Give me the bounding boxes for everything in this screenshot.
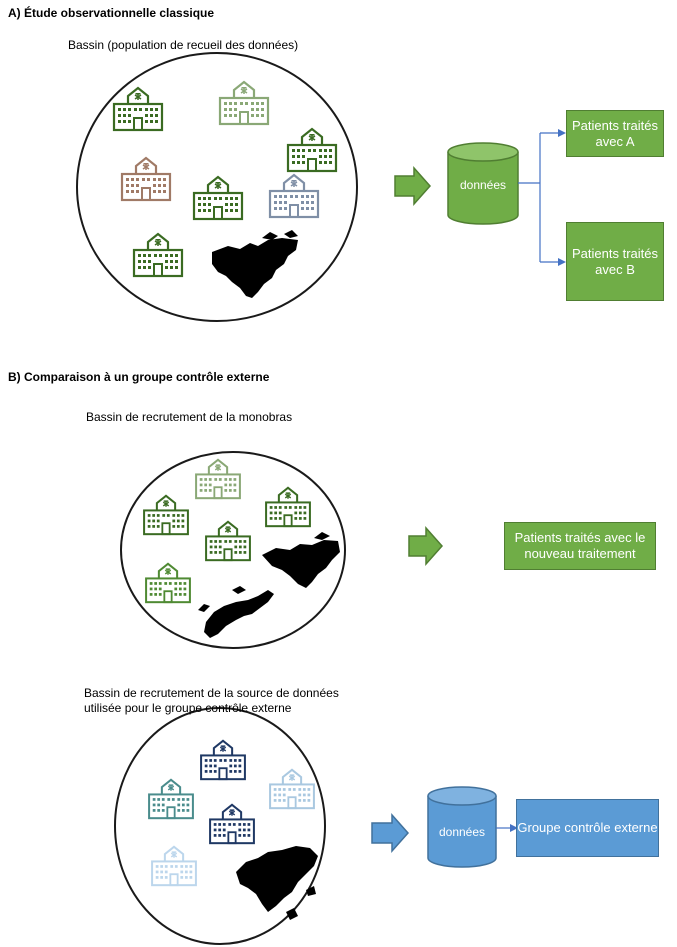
database-b-icon [427,786,497,868]
section-b-trial-pool-label: Bassin de recrutement de la monobras [86,410,293,424]
section-a-title: A) Étude observationnelle classique [8,6,215,20]
outcome-a-box: Patients traités avec A [566,110,664,157]
arrow-icon [394,166,432,206]
trial-outcome-label: Patients traités avec le nouveau traitem… [514,530,646,561]
section-b-title: B) Comparaison à un groupe contrôle exte… [8,370,270,384]
north-america-map-icon [212,230,298,298]
external-outcome-box: Groupe contrôle externe [516,799,659,857]
north-america-map-icon [262,532,340,588]
outcome-a-label: Patients traités avec A [572,117,658,149]
outcome-b-box: Patients traités avec B [566,222,664,301]
asia-map-icon [236,846,318,920]
section-b-trial-pool-circle [120,451,346,649]
arrowhead-icon [558,258,566,266]
arrow-icon [408,526,444,566]
europe-map-icon [198,586,274,638]
database-a-label: données [459,178,507,192]
section-b-external-pool-label-line1: Bassin de recrutement de la source de do… [84,686,339,700]
database-b-label: données [438,825,486,839]
outcome-b-label: Patients traités avec B [572,245,658,277]
arrow-icon [371,813,410,853]
external-outcome-label: Groupe contrôle externe [517,820,658,835]
database-a-icon [447,142,519,225]
section-a-pool-label: Bassin (population de recueil des donnée… [68,38,299,52]
section-b-external-pool-label-line2: utilisée pour le groupe contrôle externe [84,701,292,715]
arrowhead-icon [510,824,518,832]
trial-outcome-box: Patients traités avec le nouveau traitem… [504,522,656,570]
connector-a [518,132,560,263]
arrowhead-icon [558,129,566,137]
